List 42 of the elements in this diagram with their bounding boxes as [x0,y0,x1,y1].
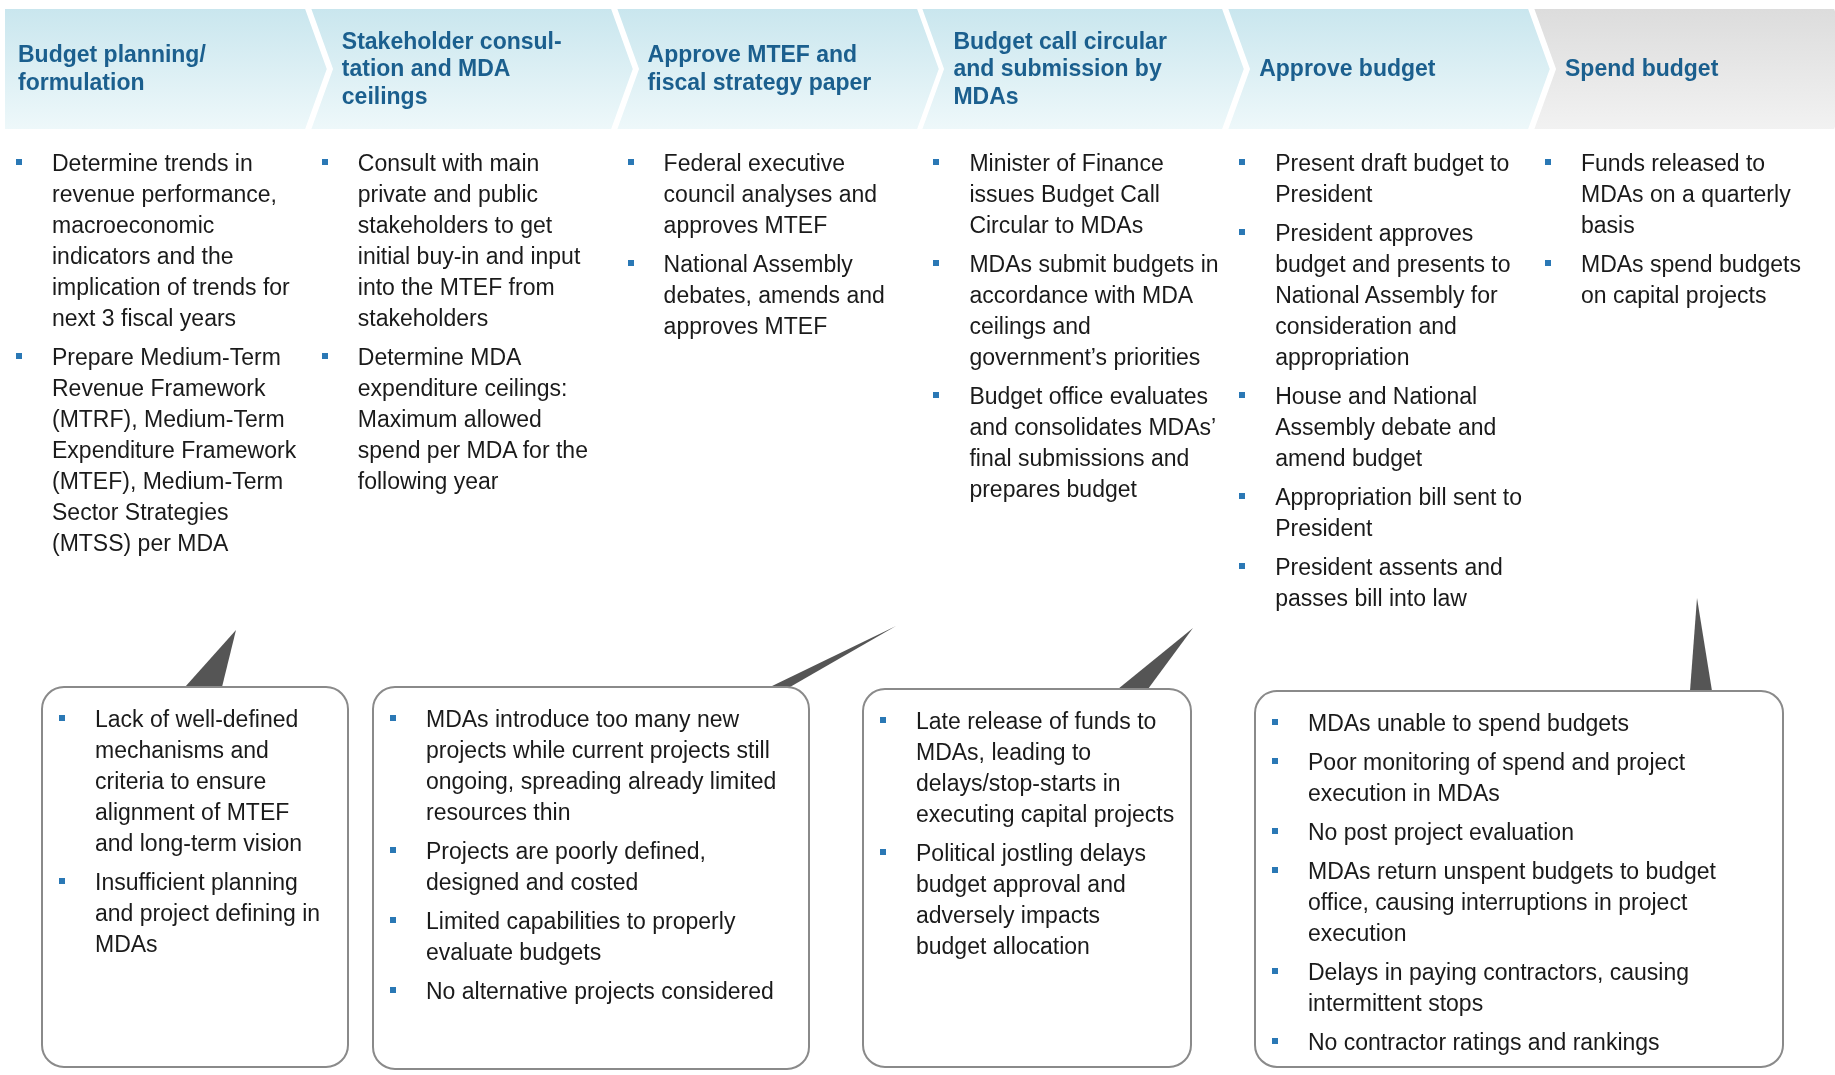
issue-text: Poor monitoring of spend and project execution in MDAs [1270,747,1768,809]
bullet-text: Budget office evaluates and consolidates MDAs’ final submissions and prepares budget [931,381,1220,505]
bullet-text: MDAs submit budgets in accordance with MDA ceilings and government’s priorities [931,249,1220,373]
issue-text: No post project evaluation [1270,817,1768,848]
step-heading: Budget planning/ formulation [18,41,207,97]
bullet-text: Present draft budget to President [1237,148,1525,210]
issue-text: No contractor ratings and rankings [1270,1027,1768,1058]
bullet-text: President assents and passes bill into law [1237,552,1525,614]
chevron-step [1227,8,1551,132]
issue-text: Lack of well-defined mechanisms and criteria to ensure alignment of MTEF and long-term vision [57,704,333,859]
bullet-text: Federal executive council analyses and approves MTEF [625,148,914,241]
step-heading: Stakeholder consul-tation and MDA ceilings [341,27,563,111]
bullet-text: Appropriation bill sent to President [1237,482,1525,544]
bullet-text: Minister of Finance issues Budget Call Circular to MDAs [931,148,1220,241]
step-heading: Approve MTEF and fiscal strategy paper [647,41,873,97]
bullet-text: Funds released to MDAs on a quarterly basis [1543,148,1831,241]
bullet-text: Consult with main private and public stakeholders to get initial buy-in and input into the MTEF from stakeholders [319,148,608,334]
issue-text: Delays in paying contractors, causing intermittent stops [1270,957,1768,1019]
chevron-step [921,8,1246,132]
bullet-text: Determine trends in revenue performance, macroeconomic indicators and the implication of trends for next 3 fiscal years [14,148,302,334]
issue-text: Limited capabilities to properly evaluate budgets [388,906,794,968]
bullet-text: Determine MDA expenditure ceilings: Maximum allowed spend per MDA for the following year [319,342,608,497]
chevron-step [309,8,634,132]
issue-text: Late release of funds to MDAs, leading to delays/stop-starts in executing capital projects [878,706,1176,830]
bullet-text: President approves budget and presents to National Assembly for consideration and appropriation [1237,218,1525,373]
issue-text: No alternative projects considered [388,976,794,1007]
step-heading: Approve budget [1259,55,1436,83]
step-heading: Spend budget [1565,55,1719,83]
chevron-step [4,8,328,132]
step-heading: Budget call circular and submission by MDAs [953,27,1168,111]
bullet-text: MDAs spend budgets on capital projects [1543,249,1831,311]
issue-text: Political jostling delays budget approval and adversely impacts budget allocation [878,838,1176,962]
chevron-step [1533,8,1835,132]
issue-text: MDAs return unspent budgets to budget office, causing interruptions in project execution [1270,856,1768,949]
issue-text: Projects are poorly defined, designed and costed [388,836,794,898]
bullet-text: Prepare Medium-Term Revenue Framework (MTRF), Medium-Term Expenditure Framework (MTEF), Medium-Term Sector Strategies (MTSS) per MDA [14,342,302,559]
issue-text: Insufficient planning and project defining in MDAs [57,867,333,960]
bullet-text: National Assembly debates, amends and approves MTEF [625,249,914,342]
chevron-step [615,8,940,132]
issue-text: MDAs introduce too many new projects while current projects still ongoing, spreading already limited resources thin [388,704,794,828]
bullet-text: House and National Assembly debate and amend budget [1237,381,1525,474]
issue-text: MDAs unable to spend budgets [1270,708,1768,739]
